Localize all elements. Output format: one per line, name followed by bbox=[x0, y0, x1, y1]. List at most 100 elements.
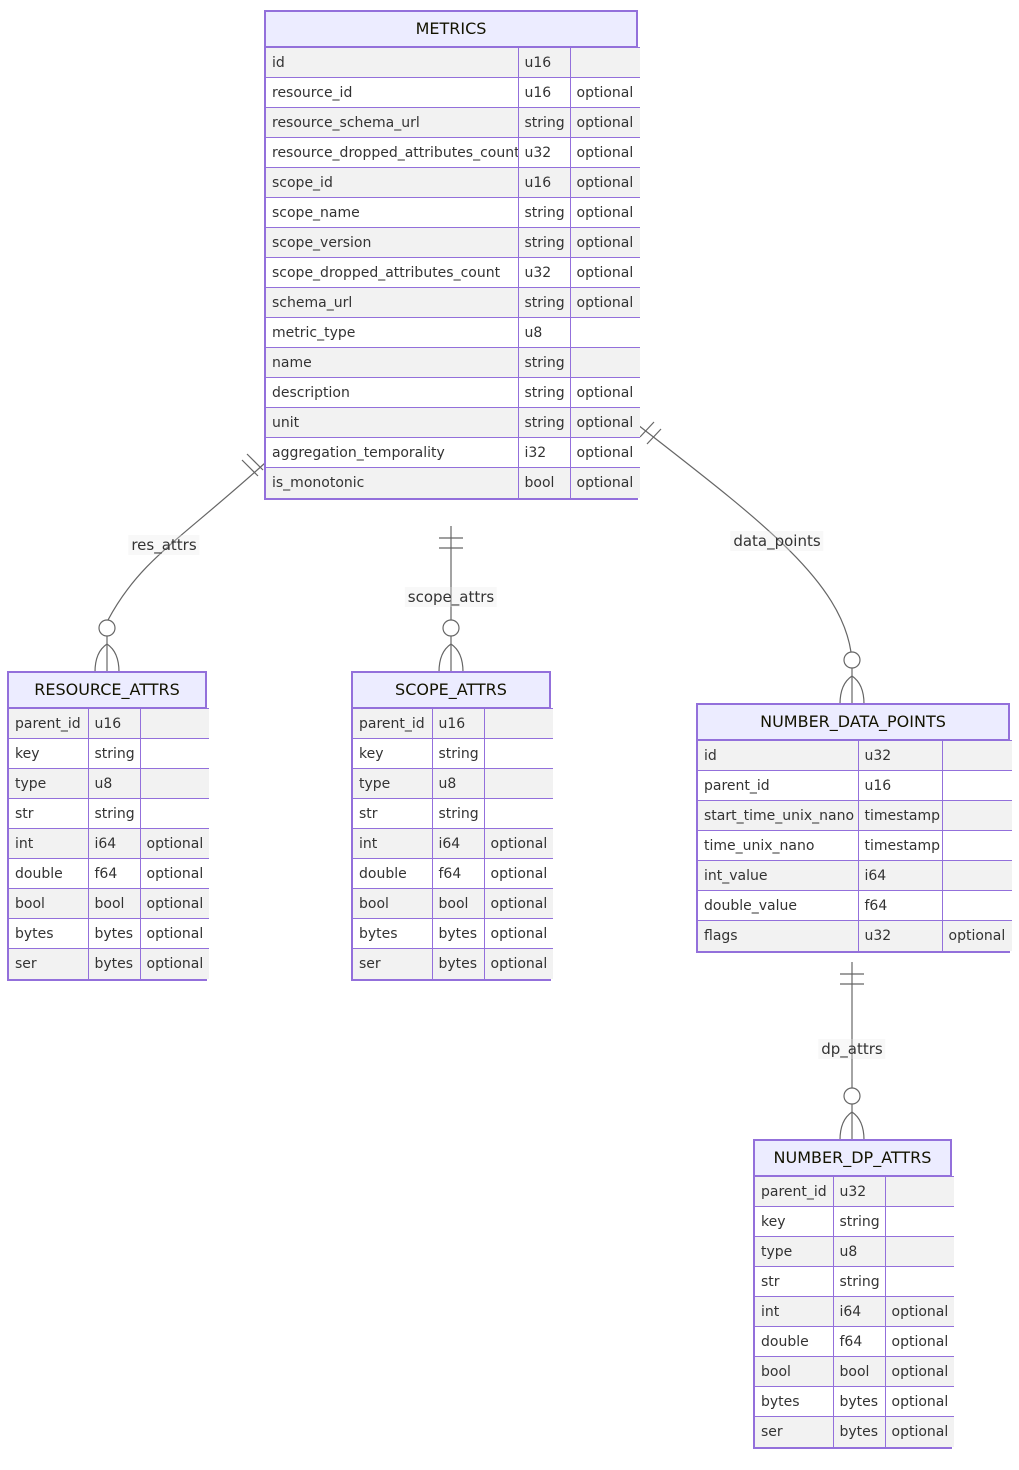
attribute-type: u8 bbox=[517, 317, 571, 348]
attribute-type: i32 bbox=[517, 437, 571, 468]
attribute-name: schema_url bbox=[266, 287, 519, 318]
attribute-name: bytes bbox=[755, 1386, 834, 1417]
relationship-label-scope-attrs: scope_attrs bbox=[404, 587, 498, 607]
attribute-name: key bbox=[755, 1206, 834, 1237]
attribute-type: bool bbox=[87, 888, 141, 919]
attribute-modifier: optional bbox=[884, 1416, 954, 1447]
attribute-modifier: optional bbox=[884, 1296, 954, 1327]
attribute-type: u8 bbox=[87, 768, 141, 799]
attribute-name: int_value bbox=[698, 860, 859, 891]
attribute-type: u16 bbox=[517, 77, 571, 108]
attribute-modifier: optional bbox=[569, 257, 640, 288]
relationship-dp-attrs bbox=[839, 962, 865, 1141]
entity-title: METRICS bbox=[266, 12, 636, 47]
attribute-name: ser bbox=[353, 948, 433, 979]
attribute-modifier: optional bbox=[884, 1326, 954, 1357]
attribute-type: string bbox=[431, 798, 485, 829]
attribute-modifier: optional bbox=[139, 918, 209, 949]
attribute-modifier: optional bbox=[483, 948, 553, 979]
attribute-name: int bbox=[755, 1296, 834, 1327]
attribute-name: double bbox=[755, 1326, 834, 1357]
attribute-type: f64 bbox=[857, 890, 943, 921]
attribute-name: resource_schema_url bbox=[266, 107, 519, 138]
attribute-name: unit bbox=[266, 407, 519, 438]
attribute-name: key bbox=[9, 738, 89, 769]
attribute-modifier: optional bbox=[139, 888, 209, 919]
attribute-modifier: optional bbox=[483, 858, 553, 889]
attribute-modifier bbox=[483, 768, 553, 799]
attribute-modifier: optional bbox=[569, 287, 640, 318]
attribute-name: ser bbox=[9, 948, 89, 979]
attribute-name: type bbox=[353, 768, 433, 799]
attribute-type: string bbox=[87, 738, 141, 769]
attribute-type: bytes bbox=[87, 948, 141, 979]
attribute-modifier bbox=[483, 708, 553, 739]
attribute-modifier: optional bbox=[569, 377, 640, 408]
attribute-name: scope_version bbox=[266, 227, 519, 258]
attribute-name: bytes bbox=[9, 918, 89, 949]
attribute-type: f64 bbox=[87, 858, 141, 889]
entity-title: SCOPE_ATTRS bbox=[353, 673, 549, 708]
attribute-name: str bbox=[9, 798, 89, 829]
attribute-type: f64 bbox=[431, 858, 485, 889]
attribute-modifier bbox=[941, 830, 1012, 861]
attribute-modifier bbox=[569, 317, 640, 348]
attribute-name: id bbox=[266, 47, 519, 78]
attribute-modifier: optional bbox=[884, 1356, 954, 1387]
attribute-name: bool bbox=[353, 888, 433, 919]
attribute-type: bytes bbox=[832, 1416, 886, 1447]
relationship-label-res-attrs: res_attrs bbox=[128, 535, 200, 555]
attribute-modifier bbox=[884, 1206, 954, 1237]
attribute-modifier: optional bbox=[569, 467, 640, 498]
attribute-name: double bbox=[9, 858, 89, 889]
attribute-name: name bbox=[266, 347, 519, 378]
attribute-modifier bbox=[884, 1176, 954, 1207]
attribute-modifier: optional bbox=[569, 227, 640, 258]
attribute-type: timestamp bbox=[857, 800, 943, 831]
attribute-modifier bbox=[483, 798, 553, 829]
attribute-type: string bbox=[517, 287, 571, 318]
attribute-name: type bbox=[9, 768, 89, 799]
attribute-type: i64 bbox=[832, 1296, 886, 1327]
attribute-modifier bbox=[884, 1266, 954, 1297]
attribute-modifier bbox=[139, 738, 209, 769]
attribute-type: bytes bbox=[87, 918, 141, 949]
attribute-name: scope_dropped_attributes_count bbox=[266, 257, 519, 288]
attribute-type: u32 bbox=[857, 740, 943, 771]
attribute-modifier bbox=[139, 798, 209, 829]
attribute-name: double bbox=[353, 858, 433, 889]
attribute-name: parent_id bbox=[9, 708, 89, 739]
attribute-name: bool bbox=[9, 888, 89, 919]
attribute-modifier: optional bbox=[569, 437, 640, 468]
attribute-type: string bbox=[87, 798, 141, 829]
attribute-type: string bbox=[517, 197, 571, 228]
attribute-name: double_value bbox=[698, 890, 859, 921]
attribute-name: str bbox=[755, 1266, 834, 1297]
attribute-type: f64 bbox=[832, 1326, 886, 1357]
attribute-type: i64 bbox=[87, 828, 141, 859]
